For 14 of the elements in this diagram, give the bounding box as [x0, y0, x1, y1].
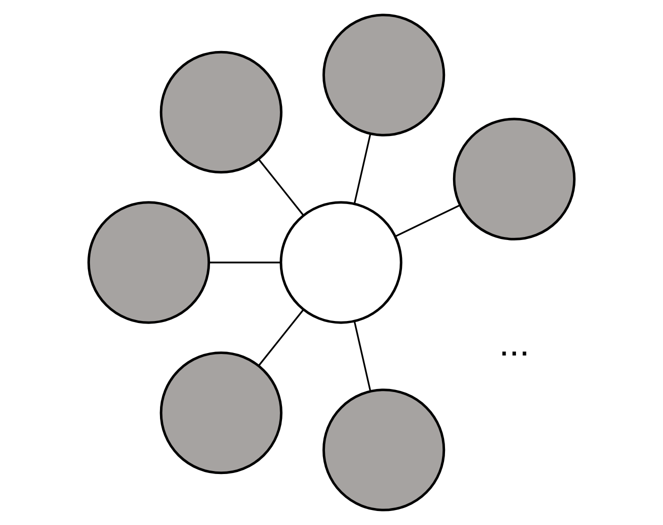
connector: [208, 262, 281, 264]
connector: [395, 204, 460, 238]
connector: [258, 158, 304, 216]
connector: [354, 133, 372, 204]
connector: [258, 310, 304, 366]
connector: [354, 321, 372, 392]
node-circle: [87, 201, 210, 324]
node-circle: [160, 50, 282, 174]
node-circle: [160, 351, 282, 474]
node-circle: [322, 14, 446, 136]
node-circle: [322, 388, 446, 512]
label: ...: [498, 322, 530, 364]
node-circle: [280, 201, 402, 324]
node-circle: [452, 118, 576, 240]
